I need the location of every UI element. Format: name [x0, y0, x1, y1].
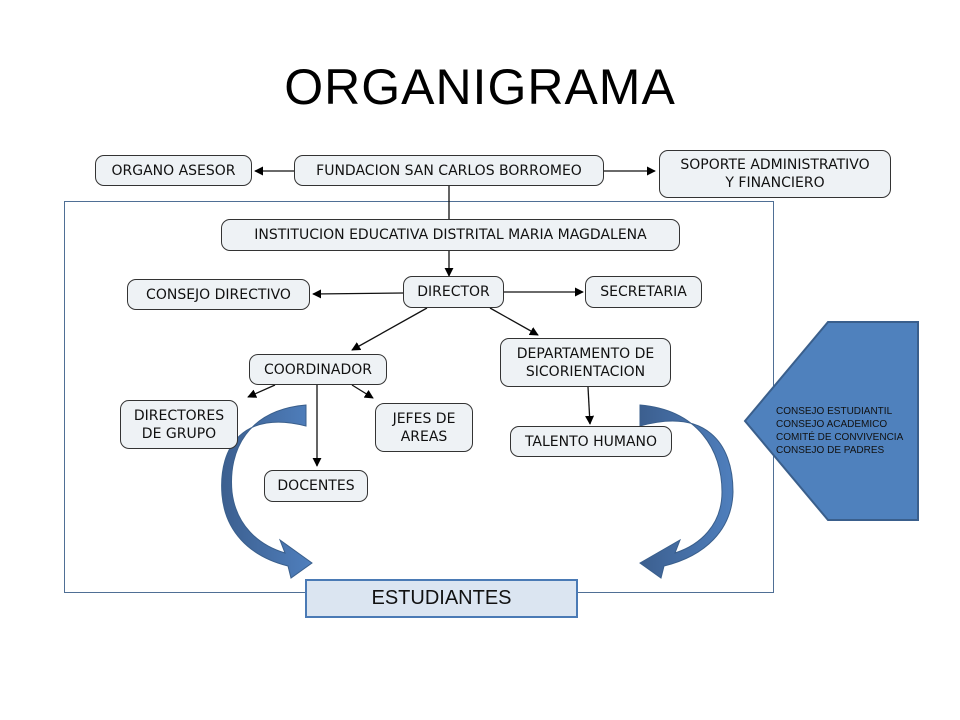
- node-consejo-directivo: CONSEJO DIRECTIVO: [127, 279, 310, 310]
- node-soporte: SOPORTE ADMINISTRATIVO Y FINANCIERO: [659, 150, 891, 198]
- node-director: DIRECTOR: [403, 276, 504, 308]
- node-jefes-areas: JEFES DE AREAS: [375, 403, 473, 452]
- council-item: COMITÉ DE CONVIVENCIA: [776, 432, 904, 443]
- node-fundacion: FUNDACION SAN CARLOS BORROMEO: [294, 155, 604, 186]
- page-title: ORGANIGRAMA: [284, 59, 676, 115]
- node-directores-grupo: DIRECTORES DE GRUPO: [120, 400, 238, 449]
- node-departamento: DEPARTAMENTO DE SICORIENTACION: [500, 338, 671, 387]
- arrow-director-to-departamento: [489, 307, 539, 336]
- arrow-coordinador-to-jefes: [351, 384, 374, 399]
- arrow-director-to-coordinador: [351, 307, 428, 351]
- arrow-coordinador-to-directores: [247, 384, 276, 398]
- arrow-departamento-to-talento: [585, 386, 595, 425]
- right-curved-arrow-icon: [639, 404, 734, 579]
- councils-pentagon-shape: [743, 321, 919, 521]
- node-estudiantes: ESTUDIANTES: [305, 579, 578, 618]
- node-organo-asesor: ORGANO ASESOR: [95, 155, 252, 186]
- council-item: CONSEJO DE PADRES: [776, 445, 885, 456]
- node-coordinador: COORDINADOR: [249, 354, 387, 385]
- node-secretaria: SECRETARIA: [585, 276, 702, 308]
- node-docentes: DOCENTES: [264, 470, 368, 502]
- arrow-director-to-consejo: [312, 289, 404, 299]
- node-institucion: INSTITUCION EDUCATIVA DISTRITAL MARIA MA…: [221, 219, 680, 251]
- node-talento-humano: TALENTO HUMANO: [510, 426, 672, 457]
- council-item: CONSEJO ESTUDIANTIL: [776, 406, 893, 417]
- councils-list: CONSEJO ESTUDIANTIL CONSEJO ACADEMICO CO…: [776, 405, 926, 457]
- council-item: CONSEJO ACADEMICO: [776, 419, 888, 430]
